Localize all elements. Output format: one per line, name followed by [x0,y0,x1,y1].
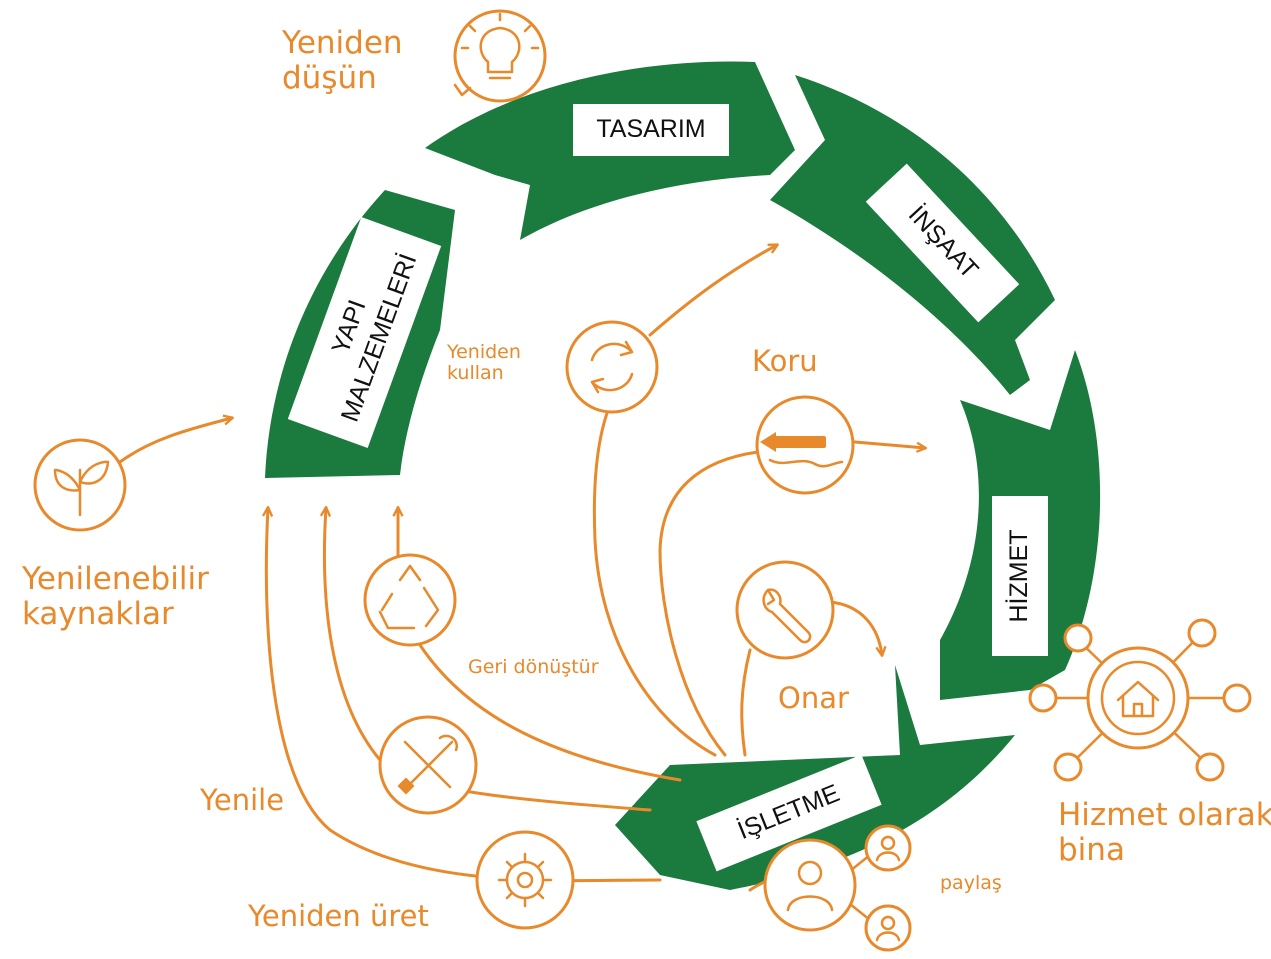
gear-icon [475,830,575,930]
line-operation-to-preserve [658,450,760,757]
sprout-icon [33,438,127,532]
label-renewable: Yenilenebilir kaynaklar [22,562,209,631]
wrench-icon [735,560,835,660]
house-network-icon [1028,618,1252,782]
label-rethink-line1: Yeniden [282,25,403,61]
label-renewable-line2: kaynaklar [22,595,174,632]
lightbulb-icon [453,9,547,103]
stage-label-hizmet: HİZMET [992,496,1048,656]
label-reuse-line1: Yeniden [447,341,521,363]
arrow-repair-loop [828,600,882,655]
stage-label-tasarim: TASARIM [573,104,729,156]
label-share: paylaş [940,872,1002,894]
label-preserve: Koru [752,344,818,378]
label-renew: Yenile [200,783,285,817]
label-rethink: Yeniden düşün [282,26,403,95]
stage-text-hizmet: HİZMET [1005,529,1034,623]
users-icon [763,824,912,952]
refresh-icon [565,320,659,414]
arrow-preserve-to-service [853,440,925,448]
label-building-as-service: Hizmet olarak bina [1058,798,1271,867]
protect-icon [755,395,855,495]
tools-icon [378,715,478,815]
label-reuse: Yeniden kullan [447,341,521,385]
label-recycle: Geri dönüştür [468,656,599,678]
label-renewable-line1: Yenilenebilir [22,561,209,597]
label-remanufacture: Yeniden üret [248,899,429,933]
stage-text-tasarim: TASARIM [596,115,706,144]
line-operation-to-reuse [592,403,717,757]
line-operation-to-repair [740,648,752,757]
line-operation-to-recycle [418,643,682,782]
label-repair: Onar [778,681,849,715]
label-building-as-service-line2: bina [1058,831,1125,868]
label-rethink-line2: düşün [282,59,377,96]
label-reuse-line2: kullan [447,362,504,385]
arrow-reuse-to-construction [648,245,777,337]
arrow-renewable-to-materials [118,418,232,464]
recycle-icon [363,553,457,647]
label-building-as-service-line1: Hizmet olarak [1058,797,1271,833]
